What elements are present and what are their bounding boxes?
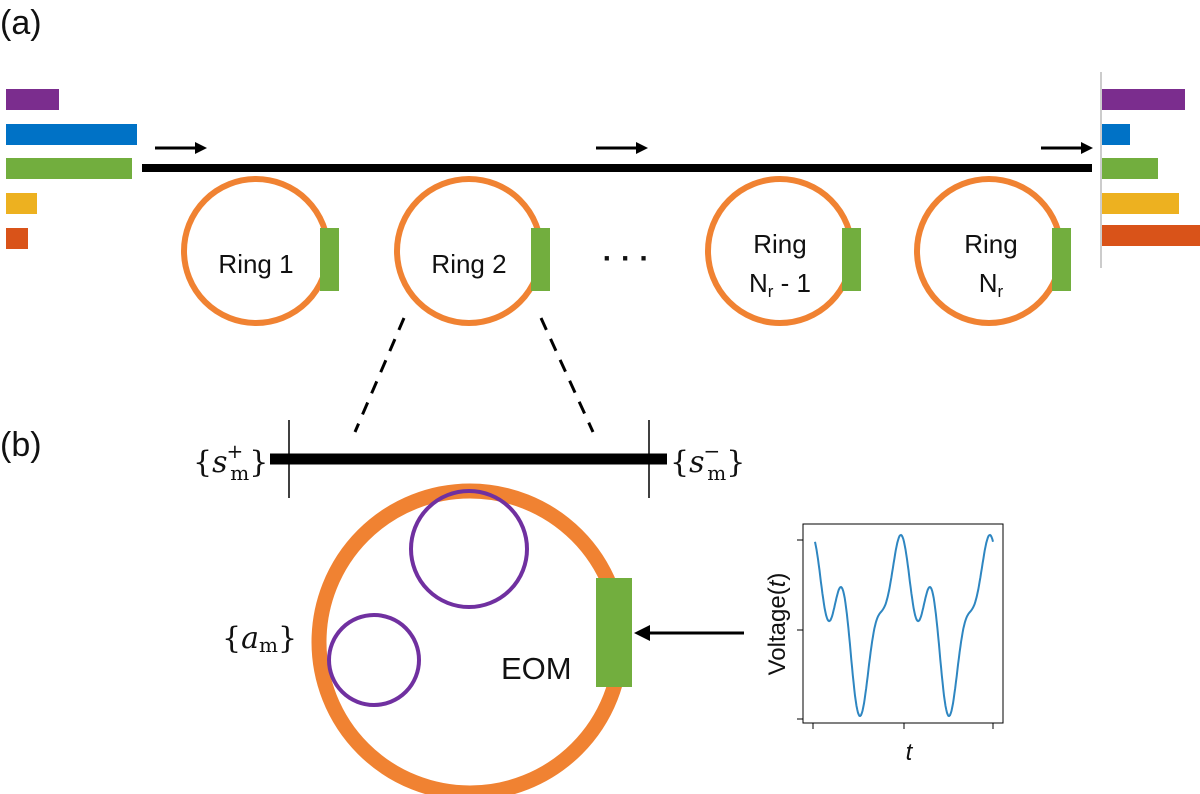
ring-nr-minus-1-label-bottom: Nr - 1 <box>749 268 811 301</box>
output-bar-green <box>1102 158 1158 179</box>
ring-nr-eom <box>1052 228 1071 291</box>
zoomed-waveguide <box>270 420 667 498</box>
ring-nr-label-bottom: Nr <box>979 268 1004 301</box>
ring-nr-label-top: Ring <box>964 229 1017 259</box>
input-bar-blue <box>6 124 137 145</box>
voltage-trace <box>814 533 994 718</box>
ring-2: Ring 2 <box>394 176 550 326</box>
output-bar-blue <box>1102 124 1130 145</box>
zoom-lines <box>353 317 595 433</box>
ellipsis: · · · <box>603 242 650 275</box>
input-bar-yellow <box>6 193 37 214</box>
panel-b-label: (b) <box>0 426 42 464</box>
internal-mode-ring-lower <box>327 613 421 707</box>
ring-1: Ring 1 <box>181 176 339 326</box>
arrow-right-icon <box>155 142 207 154</box>
output-spectrum <box>1100 72 1200 268</box>
eom-label: EOM <box>501 651 572 686</box>
inset-ylabel: Voltage(t) <box>764 573 791 676</box>
voltage-inset: Voltage(t) t <box>764 523 1004 766</box>
input-bar-green <box>6 158 132 179</box>
arrow-right-icon <box>1041 142 1093 154</box>
inset-frame <box>802 523 1004 724</box>
ring-1-eom <box>320 228 339 291</box>
ring-nr-minus-1-eom <box>842 228 861 291</box>
ring-nr-minus-1-label-top: Ring <box>753 229 806 259</box>
internal-mode-ring-upper <box>409 489 529 609</box>
zoomed-ring <box>311 483 632 794</box>
ring-nr-minus-1: Ring Nr - 1 <box>705 176 861 326</box>
input-bar-purple <box>6 89 59 110</box>
inset-ticks <box>797 539 994 729</box>
output-bar-yellow <box>1102 193 1179 214</box>
ring-1-label: Ring 1 <box>218 249 293 279</box>
ring-nr: Ring Nr <box>914 176 1071 326</box>
output-bar-purple <box>1102 89 1185 110</box>
inset-xlabel: t <box>906 739 914 766</box>
drive-arrow-icon <box>634 625 744 641</box>
input-bar-orange <box>6 228 28 249</box>
panel-a-label: (a) <box>0 4 42 42</box>
ring-2-eom <box>531 228 550 291</box>
zoomed-eom <box>596 578 632 687</box>
arrow-right-icon <box>596 142 648 154</box>
output-port-label: {s−m} <box>670 439 745 485</box>
input-port-label: {s+m} <box>193 439 268 485</box>
direction-arrows <box>155 142 1093 154</box>
output-bar-orange <box>1102 225 1200 246</box>
ring-2-label: Ring 2 <box>431 249 506 279</box>
mode-label: {am} <box>222 621 297 657</box>
input-spectrum <box>6 89 137 249</box>
